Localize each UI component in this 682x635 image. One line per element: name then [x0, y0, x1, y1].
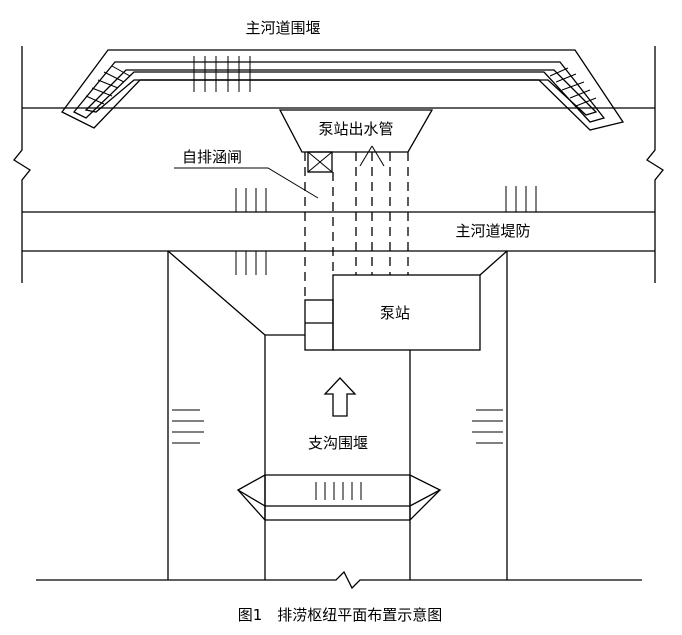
sluice-leader: [174, 167, 319, 199]
main-cofferdam-label: 主河道围堰: [245, 19, 320, 37]
main-levee-label: 主河道堤防: [455, 222, 530, 240]
outlet-leaders: [359, 145, 385, 167]
levee-hatch-upper-left: [235, 188, 267, 212]
pump-station-label: 泵站: [380, 304, 410, 322]
pump-outlet-label: 泵站出水管: [318, 120, 393, 138]
branch-channel: [36, 250, 642, 590]
pump-station: [304, 274, 481, 351]
figure-caption: 图1 排涝枢纽平面布置示意图: [238, 606, 443, 624]
self-drain-sluice-label: 自排涵闸: [182, 148, 242, 166]
side-hatch-left: [172, 409, 204, 444]
left-ramp-hatch: [85, 65, 131, 105]
main-cofferdam: [61, 49, 625, 131]
right-ramp-hatch: [549, 67, 597, 107]
sluice-gate-box: [307, 151, 333, 173]
branch-cofferdam-hatch: [315, 482, 362, 500]
main-river-lines: [13, 46, 664, 283]
branch-cofferdam: [236, 474, 442, 521]
flow-arrow-up: [323, 377, 357, 417]
culvert-dashes: [304, 152, 409, 300]
branch-cofferdam-label: 支沟围堰: [308, 434, 368, 452]
levee-hatch-upper-right: [505, 186, 537, 212]
cofferdam-hatch: [193, 56, 251, 92]
side-hatch-right: [472, 409, 503, 444]
levee-hatch-lower-left: [235, 251, 267, 275]
